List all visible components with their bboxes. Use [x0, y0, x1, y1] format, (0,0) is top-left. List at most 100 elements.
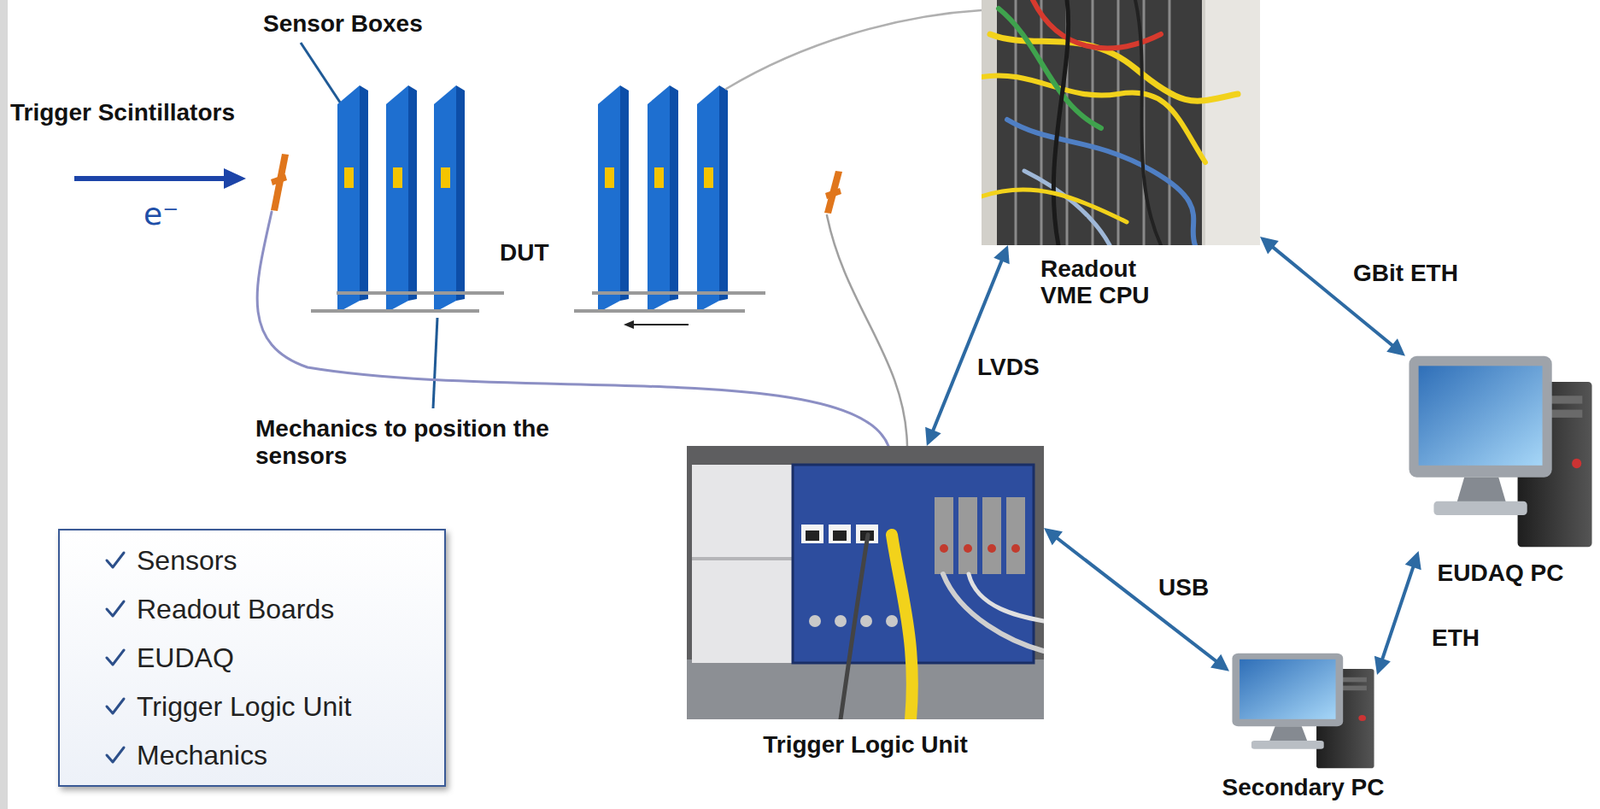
leader-line: [300, 42, 438, 409]
check-mark: [106, 650, 124, 665]
sensor-plane: [433, 85, 457, 313]
connector-arrow: [1374, 550, 1422, 675]
pc-icon-picture: [1229, 650, 1378, 771]
arrow-head: [1374, 656, 1391, 675]
vme-crate-picture: [981, 0, 1261, 246]
connector-label: GBit ETH: [1349, 259, 1462, 288]
sensor-plane: [359, 85, 369, 301]
arrow-head: [1043, 527, 1063, 546]
connector-label: ETH: [1428, 624, 1483, 652]
vme-crate-picture: [981, 0, 1261, 246]
leader-line: [433, 317, 438, 409]
sensor-plane: [703, 167, 714, 188]
arrow-head: [1210, 654, 1230, 672]
checklist-item: Trigger Logic Unit: [136, 687, 352, 726]
sensor-plane: [597, 85, 621, 313]
pc-icon-picture: [1231, 653, 1374, 768]
checklist-item: Readout Boards: [136, 590, 335, 628]
pc-icon: EUDAQ PC: [1405, 351, 1596, 551]
part-label: Mechanics to position the sensors: [255, 415, 563, 470]
pc-icon-picture: [1405, 351, 1596, 551]
check-mark: [104, 646, 127, 669]
rail: [336, 291, 505, 295]
pc-icon: Secondary PC: [1229, 650, 1378, 771]
sensor-plane: [337, 85, 360, 313]
pc-icon-picture: [1408, 356, 1592, 548]
rail: [591, 291, 766, 295]
node-label: EUDAQ PC: [1437, 559, 1565, 587]
cable: [726, 10, 982, 89]
beam-arrow: [74, 168, 247, 189]
connector-line: [1381, 563, 1414, 663]
checklist-row: Readout Boards: [59, 590, 445, 628]
trigger-logic-unit-picture: [686, 445, 1044, 720]
connector-line: [1054, 536, 1220, 663]
move-arrow: [623, 320, 634, 329]
sensor-plane: [386, 85, 409, 313]
rail: [574, 309, 745, 313]
check-mark: [106, 698, 124, 714]
checklist-item: EUDAQ: [136, 638, 235, 677]
connector-line: [931, 257, 1003, 434]
beam-arrow: [74, 175, 228, 182]
sensor-plane: [392, 167, 403, 188]
scintillator: [824, 170, 843, 214]
node-label: Readout VME CPU: [1040, 255, 1169, 310]
check-mark: [106, 747, 124, 762]
trigger-logic-unit: Trigger Logic Unit: [686, 445, 1044, 720]
checklist-row: Trigger Logic Unit: [59, 687, 445, 726]
arrow-head: [1260, 236, 1279, 254]
move-arrow: [623, 320, 689, 329]
sensor-plane: [440, 167, 451, 188]
beam-arrow: [223, 168, 247, 189]
sensor-plane: [719, 85, 728, 301]
part-label: Trigger Scintillators: [10, 99, 235, 127]
check-mark: [104, 744, 127, 767]
connector-label: USB: [1154, 574, 1213, 602]
sensor-plane: [620, 85, 629, 301]
arrow-head: [925, 427, 942, 446]
trigger-logic-unit-picture: [686, 445, 1044, 720]
cable: [826, 215, 908, 446]
sensor-plane: [456, 85, 465, 301]
checklist-item: Sensors: [136, 541, 237, 580]
sensor-plane: [654, 167, 664, 188]
sensor-plane: [408, 85, 417, 301]
checklist-item: Mechanics: [136, 736, 268, 774]
connector-arrow: [1260, 236, 1406, 357]
connector-label: LVDS: [973, 353, 1044, 381]
node-label: Trigger Logic Unit: [762, 731, 968, 758]
arrow-head: [1386, 338, 1406, 356]
sensor-plane: [604, 167, 615, 188]
scintillator: [825, 187, 842, 200]
particle-label: e⁻: [143, 196, 179, 232]
connector-arrow: [925, 245, 1010, 446]
sensor-plane: [647, 85, 670, 313]
check-mark: [106, 552, 124, 568]
check-mark: [106, 601, 124, 616]
node-label: Secondary PC: [1222, 773, 1385, 801]
check-mark: [104, 549, 127, 572]
part-label: DUT: [499, 239, 550, 267]
move-arrow: [632, 323, 689, 326]
vme-crate: Readout VME CPU: [981, 0, 1261, 246]
sensor-plane: [337, 85, 728, 313]
checklist-row: Sensors: [59, 541, 445, 580]
side-bar: [0, 0, 8, 809]
sensor-plane: [697, 85, 720, 313]
arrow-head: [993, 245, 1010, 264]
cable: [257, 10, 982, 446]
cable: [257, 211, 889, 446]
sensor-plane: [344, 167, 354, 188]
check-mark: [104, 597, 127, 621]
arrow-head: [1405, 550, 1422, 570]
checklist-box: SensorsReadout BoardsEUDAQ Trigger Logic …: [58, 528, 446, 787]
check-mark: [104, 695, 127, 718]
rail: [310, 293, 766, 311]
rail: [310, 309, 480, 313]
checklist-row: EUDAQ: [59, 638, 445, 677]
sensor-plane: [669, 85, 679, 301]
scintillator: [270, 174, 288, 186]
